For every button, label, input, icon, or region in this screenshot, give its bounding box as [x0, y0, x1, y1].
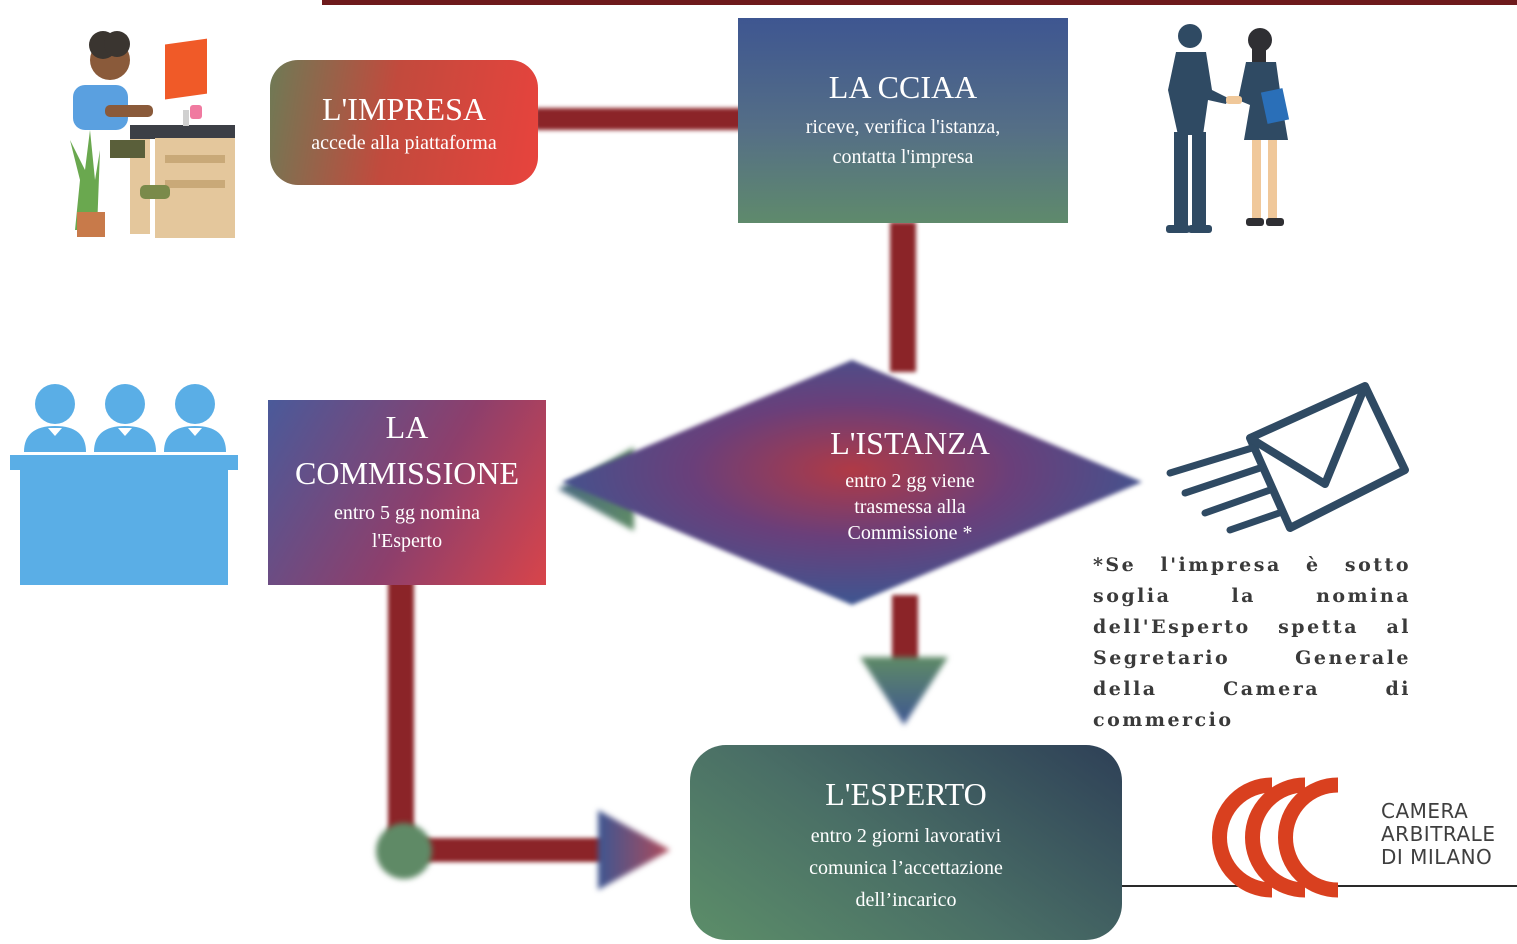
- camera-arbitrale-logo-icon: [1212, 777, 1339, 898]
- logo-line-1: CAMERA: [1381, 799, 1469, 823]
- logo-text: CAMERA ARBITRALE DI MILANO: [1381, 800, 1495, 869]
- node-cciaa-title: LA CCIAA: [828, 69, 978, 105]
- node-esperto: L'ESPERTO entro 2 giorni lavorativi comu…: [690, 745, 1122, 940]
- node-commissione-desc-1: entro 5 gg nomina: [333, 502, 481, 524]
- arrow-to-esperto-down-icon: [860, 657, 948, 725]
- node-esperto-desc-2: comunica l’accettazione: [809, 857, 1003, 879]
- node-esperto-desc-1: entro 2 giorni lavorativi: [810, 825, 1002, 847]
- footnote-text: *Se l'impresa è sotto soglia la nomina d…: [1093, 554, 1411, 731]
- node-impresa-desc: accede alla piattaforma: [311, 131, 497, 154]
- node-commissione: LA COMMISSIONE entro 5 gg nomina l'Esper…: [268, 400, 546, 585]
- logo-line-3: DI MILANO: [1381, 845, 1493, 869]
- logo-line-2: ARBITRALE: [1381, 822, 1496, 846]
- node-istanza: L'ISTANZA entro 2 gg viene trasmessa all…: [760, 410, 1060, 560]
- node-cciaa-desc-1: riceve, verifica l'istanza,: [805, 116, 1001, 138]
- node-cciaa-desc-2: contatta l'impresa: [832, 146, 974, 168]
- connector-commissione-down: [388, 580, 414, 850]
- node-impresa: L'IMPRESA accede alla piattaforma: [270, 60, 538, 185]
- commission-panel-icon: [10, 384, 238, 585]
- node-istanza-title: L'ISTANZA: [830, 425, 990, 461]
- node-commissione-desc-2: l'Esperto: [371, 530, 443, 552]
- connector-bottom-to-esperto: [405, 838, 615, 862]
- node-istanza-desc-3: Commissione *: [847, 522, 973, 544]
- arrow-to-esperto-right-icon: [598, 810, 670, 890]
- node-commissione-title-2: COMMISSIONE: [294, 455, 520, 491]
- node-impresa-title: L'IMPRESA: [321, 90, 486, 127]
- node-esperto-title: L'ESPERTO: [825, 776, 987, 812]
- node-istanza-desc-1: entro 2 gg viene: [845, 470, 975, 492]
- node-istanza-desc-2: trasmessa alla: [854, 496, 966, 518]
- connector-istanza-esperto: [892, 595, 918, 665]
- top-rule: [322, 0, 1517, 5]
- node-cciaa: LA CCIAA riceve, verifica l'istanza, con…: [738, 18, 1068, 223]
- handshake-icon: [1166, 24, 1290, 233]
- person-at-desk-icon: [70, 31, 235, 238]
- node-esperto-desc-3: dell’incarico: [855, 889, 957, 911]
- envelope-icon: [1166, 382, 1409, 534]
- node-istanza-diamond: [562, 360, 1142, 605]
- node-commissione-title-1: LA: [385, 409, 429, 445]
- connector-cciaa-istanza: [890, 222, 916, 372]
- junction-dot-icon: [376, 823, 432, 879]
- connector-impresa-cciaa: [535, 108, 745, 130]
